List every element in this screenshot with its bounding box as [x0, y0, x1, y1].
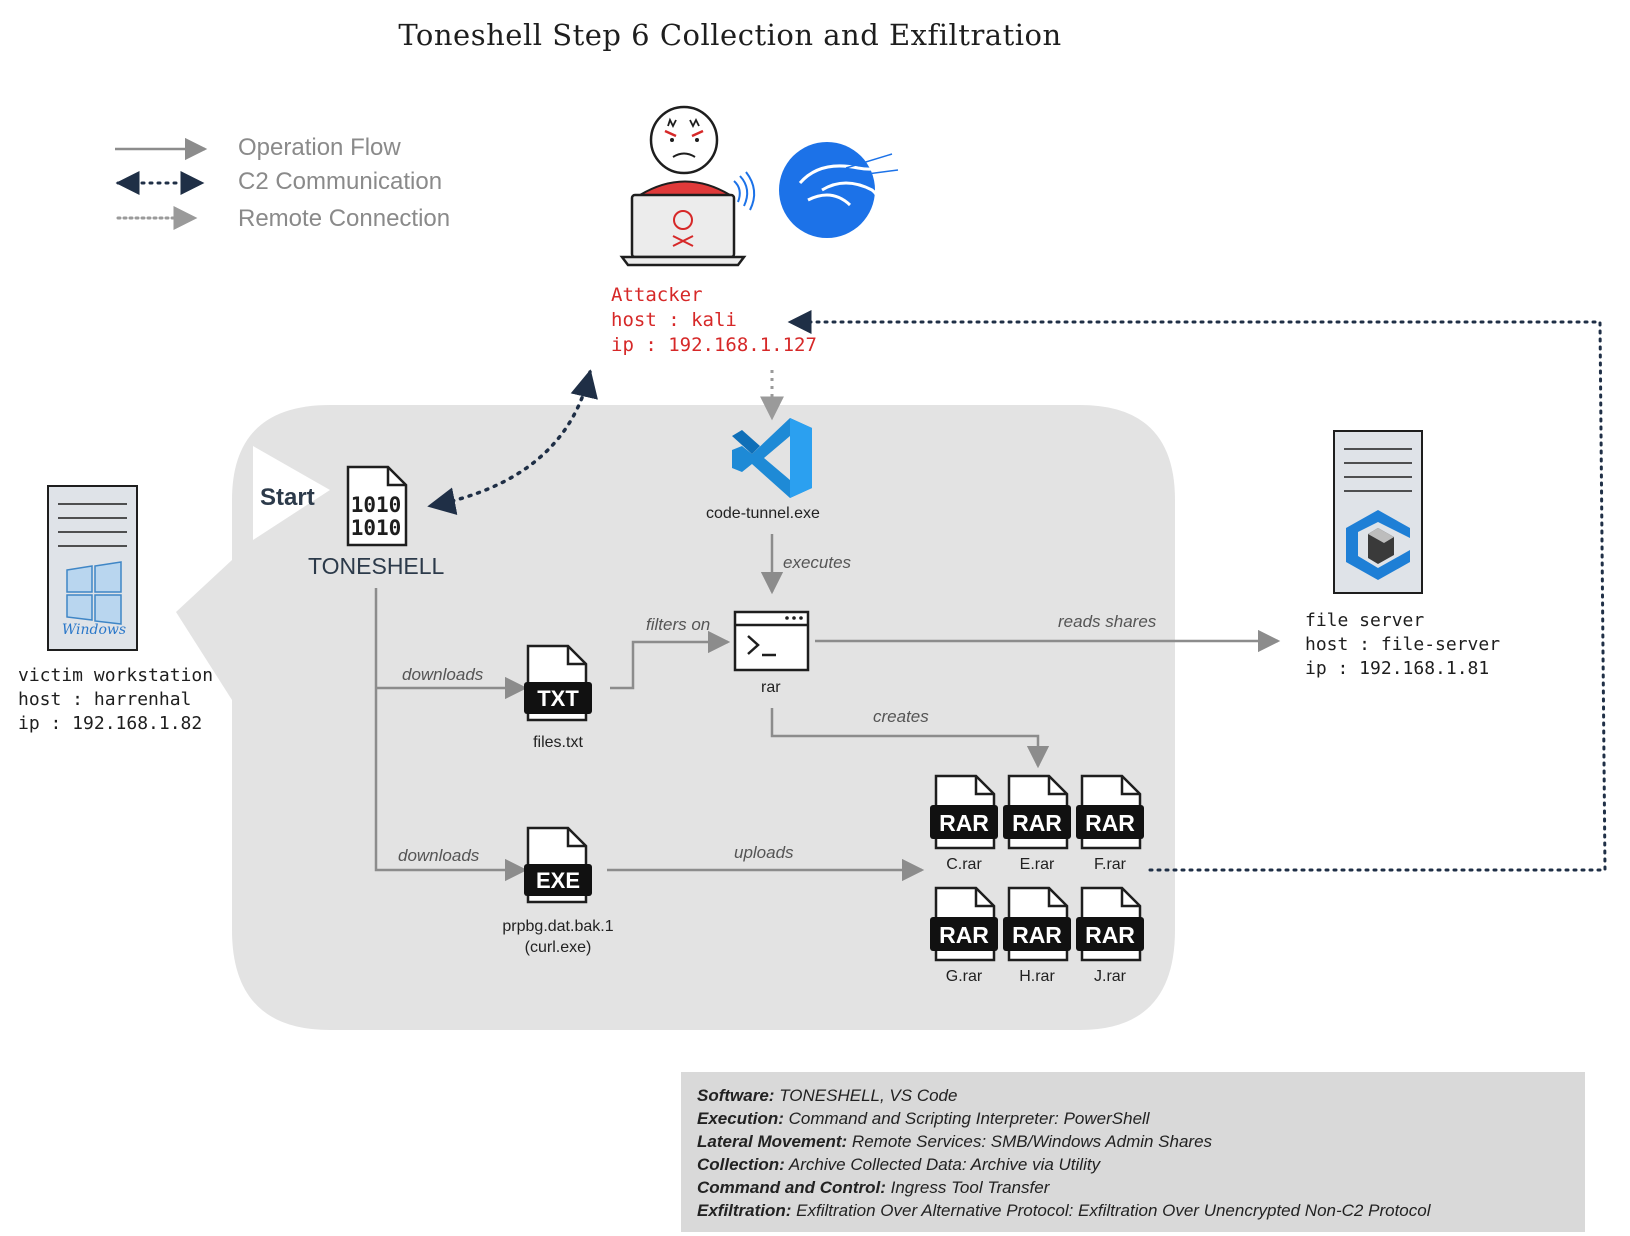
downloads-txt-label: downloads	[402, 665, 484, 684]
legend-remote-connection-label: Remote Connection	[238, 205, 451, 232]
files-txt-label: files.txt	[533, 734, 583, 751]
victim-host: host : harrenhal	[18, 689, 192, 710]
rar-terminal-icon	[733, 610, 810, 672]
mitre-techniques-box: Software: TONESHELL, VS Code Execution: …	[681, 1072, 1585, 1232]
vscode-logo-icon	[732, 418, 812, 498]
toneshell-trunk-line	[374, 588, 528, 882]
exfiltration-c2-arrow	[787, 310, 1607, 872]
c2-communication-arrow	[427, 369, 598, 515]
rar-file-label: J.rar	[1094, 968, 1126, 985]
mitre-row: Collection: Archive Collected Data: Arch…	[697, 1155, 1101, 1174]
rar-file-icon: RAR	[930, 886, 998, 962]
start-label: Start	[260, 484, 315, 511]
mitre-row: Software: TONESHELL, VS Code	[697, 1086, 958, 1105]
toneshell-binary-text-2: 1010	[351, 516, 402, 540]
file-server-info: file server host : file-server ip : 192.…	[1305, 609, 1500, 681]
windows-logo-icon: Windows	[62, 561, 126, 638]
exe-file-name: prpbg.dat.bak.1	[502, 918, 614, 935]
kali-linux-logo-icon	[779, 142, 899, 238]
filters-on-arrow	[610, 630, 731, 690]
file-server-name: file server	[1305, 610, 1425, 631]
rar-file-icon: RAR	[1003, 774, 1071, 850]
rar-file-icon: RAR	[1076, 886, 1144, 962]
rar-badge: RAR	[1085, 810, 1135, 836]
attacker-host: host : kali	[611, 309, 737, 331]
rar-badge: RAR	[939, 922, 989, 948]
mitre-row: Command and Control: Ingress Tool Transf…	[697, 1178, 1050, 1197]
rar-badge: RAR	[1085, 922, 1135, 948]
exe-file-icon: EXE	[524, 826, 592, 904]
uploads-label: uploads	[734, 843, 794, 862]
legend-c2-label: C2 Communication	[238, 168, 443, 195]
exe-file-label: prpbg.dat.bak.1 (curl.exe)	[478, 916, 638, 958]
creates-arrow	[770, 708, 1050, 769]
reads-shares-label: reads shares	[1058, 612, 1157, 631]
rar-archive-group: RAR RAR RAR RAR RAR RAR	[930, 774, 1144, 962]
rar-file-label: H.rar	[1019, 968, 1055, 985]
start-triangle-icon	[253, 446, 330, 540]
legend-operation-flow-label: Operation Flow	[238, 134, 401, 161]
file-server-host: host : file-server	[1305, 634, 1501, 655]
txt-file-icon: TXT	[524, 644, 592, 722]
toneshell-binary-text-1: 1010	[351, 493, 402, 517]
file-server-app-logo-icon	[1346, 510, 1410, 580]
wifi-signal-icon	[733, 171, 756, 211]
exe-file-subname: (curl.exe)	[524, 939, 592, 956]
attacker-name: Attacker	[611, 284, 703, 306]
rar-file-icon: RAR	[1076, 774, 1144, 850]
toneshell-label: TONESHELL	[308, 553, 445, 579]
victim-name: victim workstation	[18, 665, 214, 686]
exe-badge: EXE	[536, 868, 580, 893]
victim-ip: ip : 192.168.1.82	[18, 713, 203, 734]
mitre-row: Exfiltration: Exfiltration Over Alternat…	[697, 1201, 1431, 1220]
file-server-ip: ip : 192.168.1.81	[1305, 658, 1490, 679]
rar-file-icon: RAR	[930, 774, 998, 850]
code-tunnel-label: code-tunnel.exe	[706, 505, 820, 522]
rar-badge: RAR	[939, 810, 989, 836]
executes-label: executes	[783, 553, 852, 572]
attacker-info: Attacker host : kali ip : 192.168.1.127	[611, 283, 817, 358]
creates-label: creates	[873, 707, 929, 726]
attacker-ip: ip : 192.168.1.127	[611, 334, 817, 356]
mitre-row: Lateral Movement: Remote Services: SMB/W…	[697, 1132, 1213, 1151]
rar-file-label: C.rar	[946, 856, 982, 873]
rar-file-label: E.rar	[1019, 856, 1055, 873]
rar-file-label: F.rar	[1094, 856, 1126, 873]
attacker-laptop-icon	[619, 193, 747, 267]
toneshell-binary-file-icon: 1010 1010	[346, 465, 408, 547]
txt-badge: TXT	[537, 686, 579, 711]
downloads-exe-label: downloads	[398, 846, 480, 865]
rar-badge: RAR	[1012, 922, 1062, 948]
mitre-row: Execution: Command and Scripting Interpr…	[697, 1109, 1150, 1128]
windows-logo-text: Windows	[62, 622, 126, 638]
rar-file-label: G.rar	[945, 968, 983, 985]
filters-on-label: filters on	[646, 615, 711, 634]
rar-file-icon: RAR	[1003, 886, 1071, 962]
rar-label: rar	[761, 679, 781, 696]
victim-info: victim workstation host : harrenhal ip :…	[18, 664, 213, 736]
victim-scope-panel	[176, 405, 1175, 1030]
diagram-title: Toneshell Step 6 Collection and Exfiltra…	[398, 18, 1062, 52]
rar-badge: RAR	[1012, 810, 1062, 836]
